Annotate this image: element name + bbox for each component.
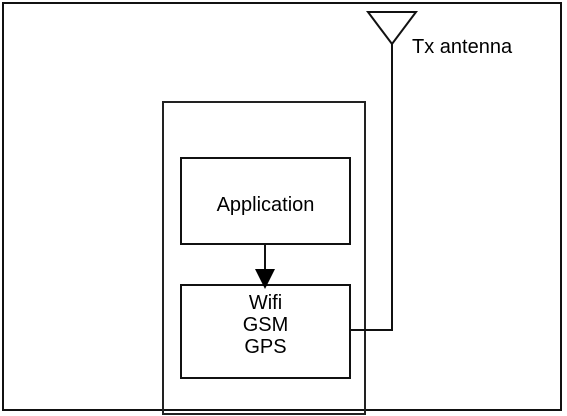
application-label: Application [216, 194, 315, 216]
device-outline [162, 101, 366, 415]
radio-gps-label: GPS [244, 336, 287, 358]
radio-gsm-label: GSM [242, 314, 289, 336]
radio-wifi-label: Wifi [248, 292, 283, 314]
radio-module-labels: Wifi GSM GPS [181, 292, 350, 358]
antenna-feed-line [350, 44, 393, 331]
application-block [180, 157, 351, 245]
antenna-icon [366, 11, 418, 46]
antenna-label: Tx antenna [412, 36, 513, 58]
